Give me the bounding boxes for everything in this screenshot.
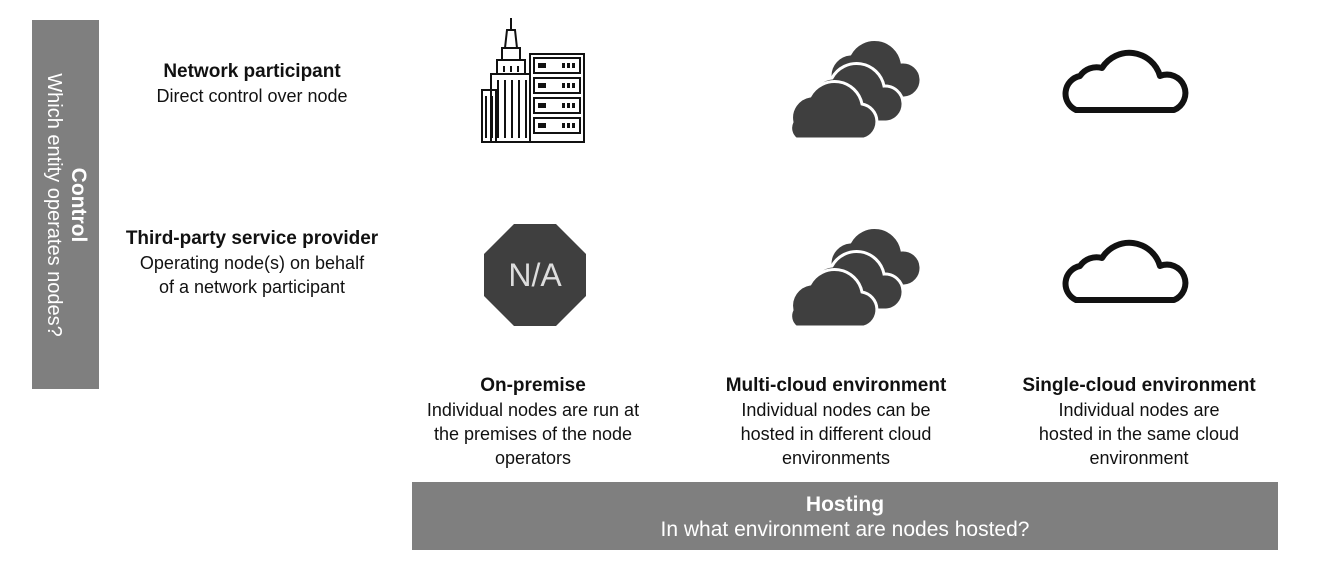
hosting-title: Hosting [805,493,885,516]
column-subtitle: Individual nodes are [1058,400,1220,420]
cloud-outline-icon [1062,226,1192,306]
column-subtitle: environments [781,448,891,468]
row-title: Network participant [163,61,341,82]
column-label-single-cloud: Single-cloud environment Individual node… [994,374,1284,470]
column-subtitle: Individual nodes can be [741,400,931,420]
column-title: Single-cloud environment [1022,375,1256,396]
multi-cloud-icon [782,206,923,329]
row-label-third-party: Third-party service provider Operating n… [106,227,398,299]
na-label: N/A [508,257,562,293]
column-subtitle: the premises of the node [433,424,633,444]
column-subtitle: environment [1089,448,1189,468]
hosting-subtitle: In what environment are nodes hosted? [660,518,1030,541]
row-title: Third-party service provider [125,228,379,249]
column-subtitle: operators [494,448,572,468]
control-axis-label: Control Which entity operates nodes? [42,73,90,337]
control-subtitle: Which entity operates nodes? [42,72,65,337]
column-label-on-premise: On-premise Individual nodes are run at t… [388,374,678,470]
control-axis-bar: Control Which entity operates nodes? [32,20,99,389]
hosting-axis-bar: Hosting In what environment are nodes ho… [412,482,1278,550]
multi-cloud-icon [782,18,923,141]
na-octagon-icon: N/A [484,224,586,326]
row-subtitle: of a network participant [158,277,346,297]
column-subtitle: hosted in the same cloud [1038,424,1240,444]
column-title: Multi-cloud environment [725,375,947,396]
building-server-icon [478,18,588,144]
row-subtitle: Direct control over node [156,86,348,106]
column-label-multi-cloud: Multi-cloud environment Individual nodes… [691,374,981,470]
column-subtitle: hosted in different cloud [740,424,932,444]
cloud-outline-icon [1062,36,1192,116]
row-subtitle: Operating node(s) on behalf [139,253,365,273]
control-title: Control [66,167,90,242]
column-subtitle: Individual nodes are run at [426,400,640,420]
row-label-network-participant: Network participant Direct control over … [112,60,392,108]
column-title: On-premise [480,375,586,396]
